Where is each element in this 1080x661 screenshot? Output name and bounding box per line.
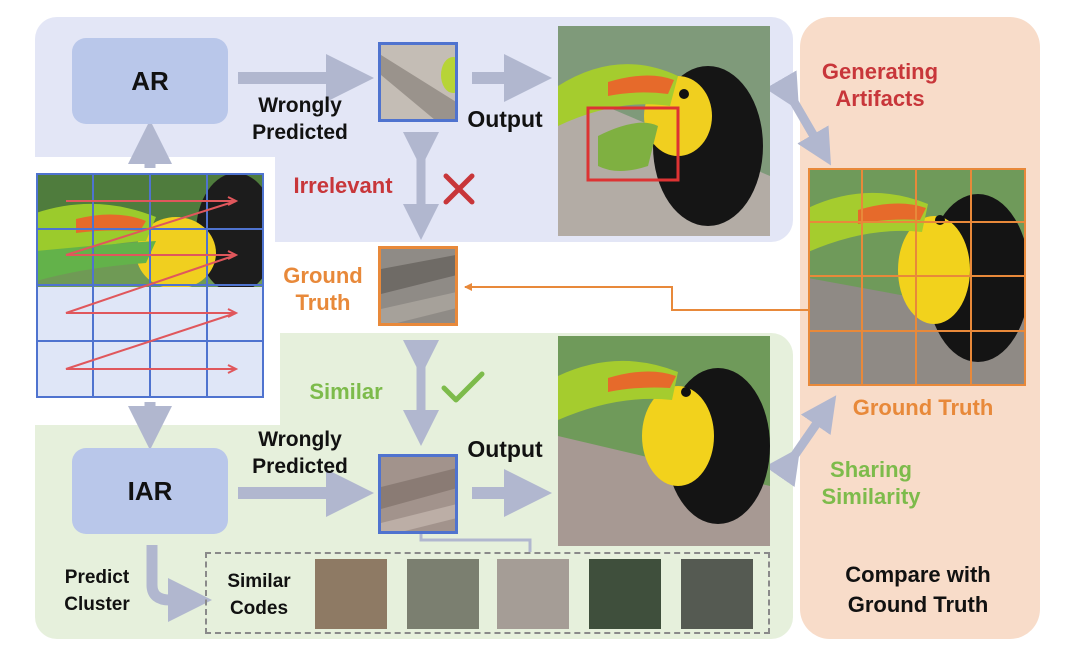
ar-model-box: AR [72, 38, 228, 124]
arrow-sharing [764, 395, 837, 488]
output-image-ar [558, 26, 770, 236]
generating-artifacts-label: Generating Artifacts [821, 59, 939, 111]
code-thumbnail [497, 559, 569, 629]
code-thumbnail [315, 559, 387, 629]
code-thumbnail [589, 559, 661, 629]
similar-codes-label: Similar Codes [227, 571, 291, 619]
sharing-similarity-label: Sharing Similarity [821, 457, 921, 509]
ground-truth-left: Ground Truth [283, 263, 363, 315]
predict-cluster-label: Predict Cluster [64, 567, 130, 615]
code-thumbnail [407, 559, 479, 629]
raster-scan-grid [36, 173, 264, 398]
ground-truth-grid-image [808, 168, 1026, 386]
wrongly-predicted-bottom: Wrongly Predicted [252, 428, 348, 478]
check-icon [441, 371, 485, 403]
wrong-patch-ar [378, 42, 458, 122]
wrong-patch-iar [378, 454, 458, 534]
arrow-codes-to-patch [419, 533, 532, 552]
similar-codes-box: Similar Codes [205, 552, 770, 634]
iar-model-box: IAR [72, 448, 228, 534]
ground-truth-right: Ground Truth [852, 395, 994, 420]
output-bottom: Output [467, 436, 543, 462]
ground-truth-patch [378, 246, 458, 326]
wrongly-predicted-top: Wrongly Predicted [252, 94, 348, 144]
arrow-predict-cluster [146, 545, 212, 622]
arrow-artifacts [765, 70, 832, 166]
code-thumbnail [681, 559, 753, 629]
iar-label: IAR [127, 475, 173, 506]
output-image-iar [558, 336, 770, 546]
cross-icon [443, 173, 475, 205]
output-top: Output [467, 106, 543, 132]
ar-label: AR [131, 65, 169, 96]
irrelevant-label: Irrelevant [293, 173, 393, 198]
arrow-ground-truth-link [464, 283, 880, 311]
similar-label: Similar [309, 379, 383, 404]
toucan-grid-image [36, 173, 264, 398]
compare-with-ground-truth-label: Compare with Ground Truth [845, 562, 991, 617]
